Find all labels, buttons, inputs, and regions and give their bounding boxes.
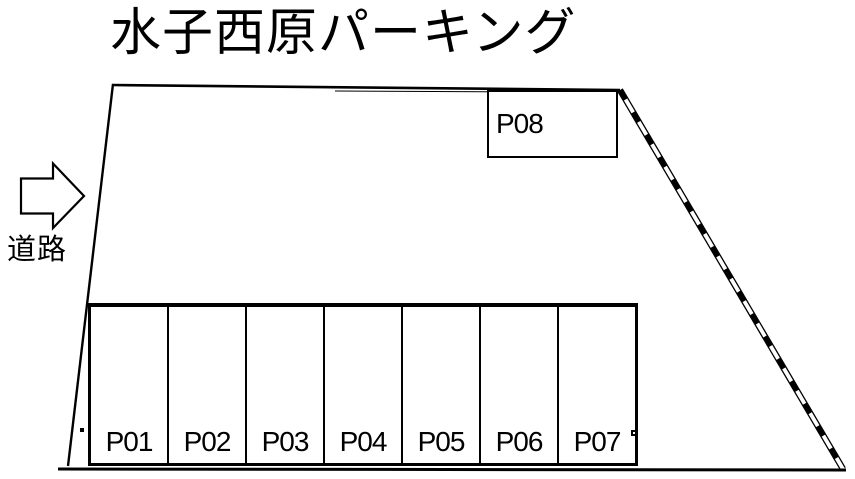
arrow-outline [19,160,86,231]
stall-p05-label: P05 [417,426,466,457]
stall-p04-label: P04 [339,426,388,457]
stall-p03[interactable]: P03 [247,307,325,463]
scan-artifact-notch [80,428,84,432]
lot-bottom-edge [57,467,847,472]
stall-p08[interactable]: P08 [487,90,618,158]
parking-row: P01 P02 P03 P04 P05 P06 P07 [88,303,638,466]
lot-right-edge-inner [621,88,846,469]
stall-p04[interactable]: P04 [325,307,403,463]
stall-p08-label: P08 [496,108,544,139]
road-label: 道路 [7,234,68,266]
scan-artifact-square [631,430,637,436]
stall-p01[interactable]: P01 [91,307,169,463]
stall-p07-label: P07 [573,426,622,457]
stall-p02[interactable]: P02 [169,307,247,463]
lot-right-edge-outer [617,90,842,471]
lot-right-edge-hatch [617,88,846,471]
stall-p06-label: P06 [495,426,544,457]
stall-p02-label: P02 [183,426,232,457]
stall-p03-label: P03 [261,426,310,457]
stall-p05[interactable]: P05 [403,307,481,463]
stall-p07[interactable]: P07 [559,307,635,463]
page-title: 水子西原パーキング [110,4,577,61]
stall-p06[interactable]: P06 [481,307,559,463]
stall-p01-label: P01 [105,426,154,457]
